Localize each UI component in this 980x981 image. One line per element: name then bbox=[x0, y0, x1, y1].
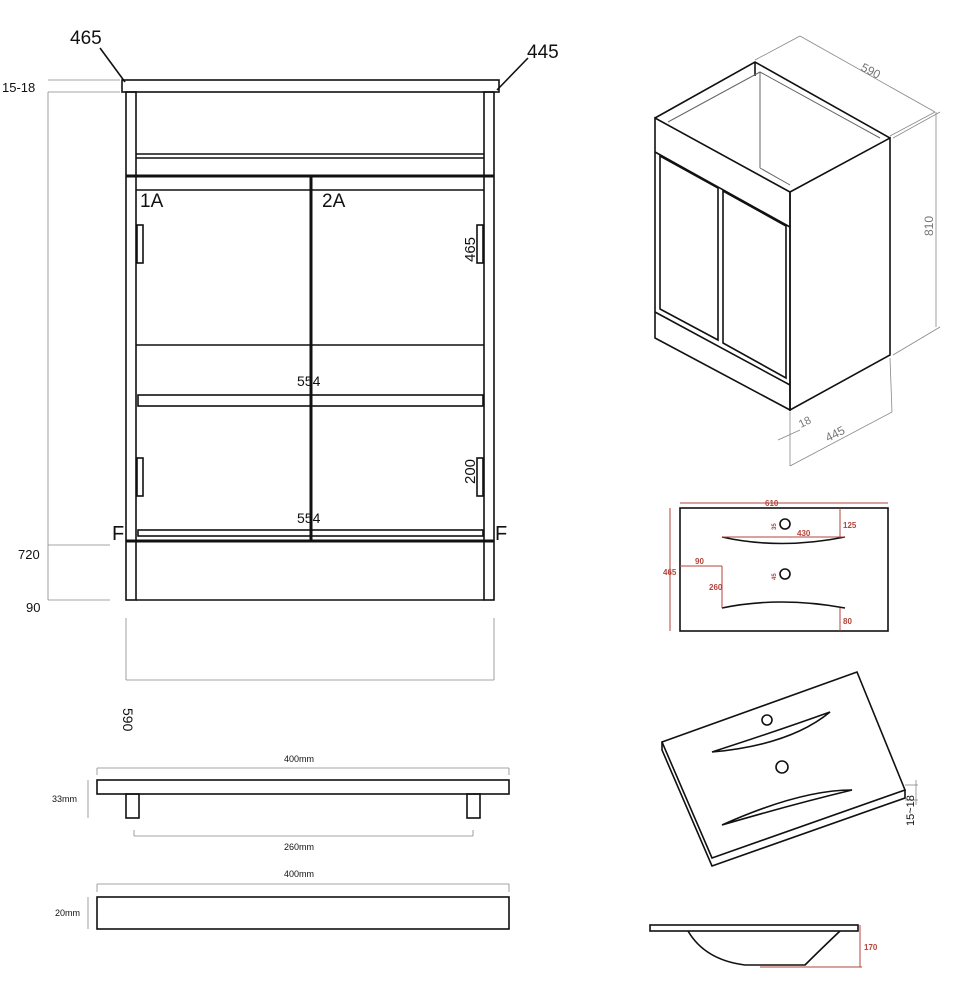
shelf-width-label: 554 bbox=[297, 373, 321, 389]
top-right-callout: 445 bbox=[527, 42, 559, 63]
left-lower-handle bbox=[136, 457, 144, 497]
iso-top-thickness-label: 18 bbox=[797, 414, 813, 430]
handle-left-post bbox=[125, 793, 140, 819]
tap-hole-label: 35 bbox=[772, 523, 778, 530]
handle-drawing: 400mm 33mm 260mm bbox=[52, 754, 510, 852]
right-lower-handle bbox=[476, 457, 484, 497]
basin-depth-label: 465 bbox=[663, 568, 677, 577]
right-side-panel bbox=[483, 91, 495, 601]
basin-section-top bbox=[649, 924, 859, 932]
handle-plate-drawing: 400mm 20mm bbox=[55, 869, 510, 930]
left-side-panel bbox=[125, 91, 137, 601]
handle-right-post bbox=[466, 793, 481, 819]
top-offset-label: 125 bbox=[843, 521, 857, 530]
door-2a-label: 2A bbox=[322, 191, 346, 212]
bowl-width-label: 430 bbox=[797, 529, 811, 538]
iso-waste-hole-icon bbox=[775, 760, 789, 774]
top-left-callout: 465 bbox=[70, 28, 102, 49]
right-upper-handle bbox=[476, 224, 484, 264]
bowl-height-label: 170 bbox=[864, 943, 878, 952]
handle-plate bbox=[96, 896, 510, 930]
bottom-panel bbox=[137, 529, 484, 537]
waste-hole-label: 45 bbox=[772, 573, 778, 580]
basin-plan: 610 465 430 125 260 90 80 35 45 bbox=[663, 499, 889, 632]
basin-section: 170 bbox=[649, 924, 878, 968]
left-upper-handle bbox=[136, 224, 144, 264]
iso-cabinet: 590 810 445 18 bbox=[654, 35, 941, 467]
basin-iso-bowl-upper bbox=[711, 711, 831, 753]
iso-depth-label: 445 bbox=[823, 423, 847, 445]
lower-height-label: 200 bbox=[462, 459, 479, 484]
hole-spacing-label: 260mm bbox=[284, 842, 314, 852]
top-thickness-label: 15-18 bbox=[2, 80, 35, 95]
handle-height-label: 33mm bbox=[52, 794, 77, 804]
left-foot-label: F bbox=[112, 523, 124, 545]
basin-width-label: 610 bbox=[765, 499, 779, 508]
right-foot-label: F bbox=[495, 523, 507, 545]
plate-length-label: 400mm bbox=[284, 869, 314, 879]
bottom-width-label: 554 bbox=[297, 510, 321, 526]
iso-tap-hole-icon bbox=[761, 714, 773, 726]
front-view: 465 445 15-18 1A 2A 465 200 554 554 F F … bbox=[2, 28, 559, 732]
basin-iso-top bbox=[660, 670, 907, 860]
iso-width-label: 590 bbox=[859, 60, 883, 82]
door-1a-label: 1A bbox=[140, 191, 164, 212]
bowl-depth-label: 260 bbox=[709, 583, 723, 592]
handle-length-label: 400mm bbox=[284, 754, 314, 764]
basin-iso-thickness-label: 15~18 bbox=[905, 795, 917, 826]
shelf bbox=[137, 394, 484, 407]
handle-bar bbox=[96, 779, 510, 795]
waste-hole-icon bbox=[779, 568, 791, 580]
basin-bowl-edges bbox=[721, 536, 846, 609]
bottom-offset-label: 80 bbox=[843, 617, 852, 626]
side-offset-label: 90 bbox=[695, 557, 704, 566]
tap-hole-icon bbox=[779, 518, 791, 530]
basin-iso-bowl-lower bbox=[721, 789, 853, 826]
plate-height-label: 20mm bbox=[55, 908, 80, 918]
body-height-label: 720 bbox=[18, 547, 40, 562]
vanity-top bbox=[121, 79, 500, 93]
kick-height-label: 90 bbox=[26, 600, 40, 615]
overall-width-label: 590 bbox=[120, 708, 136, 732]
basin-iso: 15~18 bbox=[660, 670, 918, 868]
basin-plan-outline bbox=[679, 507, 889, 632]
cabinet-side bbox=[789, 136, 891, 412]
basin-section-bowl bbox=[687, 930, 841, 966]
iso-height-label: 810 bbox=[922, 216, 936, 236]
upper-height-label: 465 bbox=[462, 237, 479, 262]
